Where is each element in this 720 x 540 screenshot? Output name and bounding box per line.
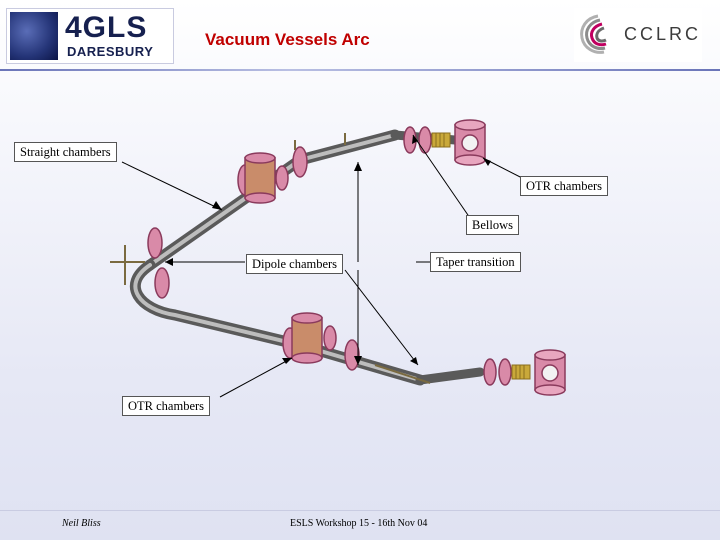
logo-subtitle: DARESBURY — [67, 44, 154, 59]
otr-chamber-top-right — [454, 119, 486, 166]
otr-chamber-upper — [244, 152, 289, 204]
otr-chamber-bottom-right — [534, 349, 566, 396]
label-bellows: Bellows — [466, 215, 519, 235]
logo-cclrc: CCLRC — [574, 8, 702, 62]
4gls-mark-icon — [10, 12, 58, 60]
label-otr-chambers-right: OTR chambers — [520, 176, 609, 196]
label-dipole-chambers: Dipole chambers — [246, 254, 344, 274]
otr-chamber-lower — [291, 312, 337, 364]
label-straight-chambers: Straight chambers — [14, 142, 117, 162]
footer-rule — [0, 510, 720, 511]
dipole-curve-pipe — [129, 259, 426, 386]
footer-event: ESLS Workshop 15 - 16th Nov 04 — [290, 518, 428, 529]
label-otr-chambers-left: OTR chambers — [122, 396, 211, 416]
cclrc-text: CCLRC — [624, 24, 702, 44]
logo-brand: 4GLS — [65, 11, 148, 44]
logo-4gls: 4GLS DARESBURY — [6, 8, 174, 64]
bellows-upper — [431, 132, 451, 148]
cclrc-swirl-icon — [580, 14, 607, 54]
vacuum-arc-diagram — [110, 119, 566, 398]
footer-author: Neil Bliss — [62, 518, 101, 529]
header-rule — [0, 69, 720, 71]
pointer-arrowheads — [165, 135, 491, 365]
slide-title: Vacuum Vessels Arc — [205, 30, 370, 49]
label-taper-transition: Taper transition — [430, 252, 521, 272]
bellows-lower — [511, 364, 531, 380]
pointer-lines — [121, 134, 531, 398]
support-pins — [110, 133, 431, 384]
lower-straight-pipe — [415, 367, 485, 385]
